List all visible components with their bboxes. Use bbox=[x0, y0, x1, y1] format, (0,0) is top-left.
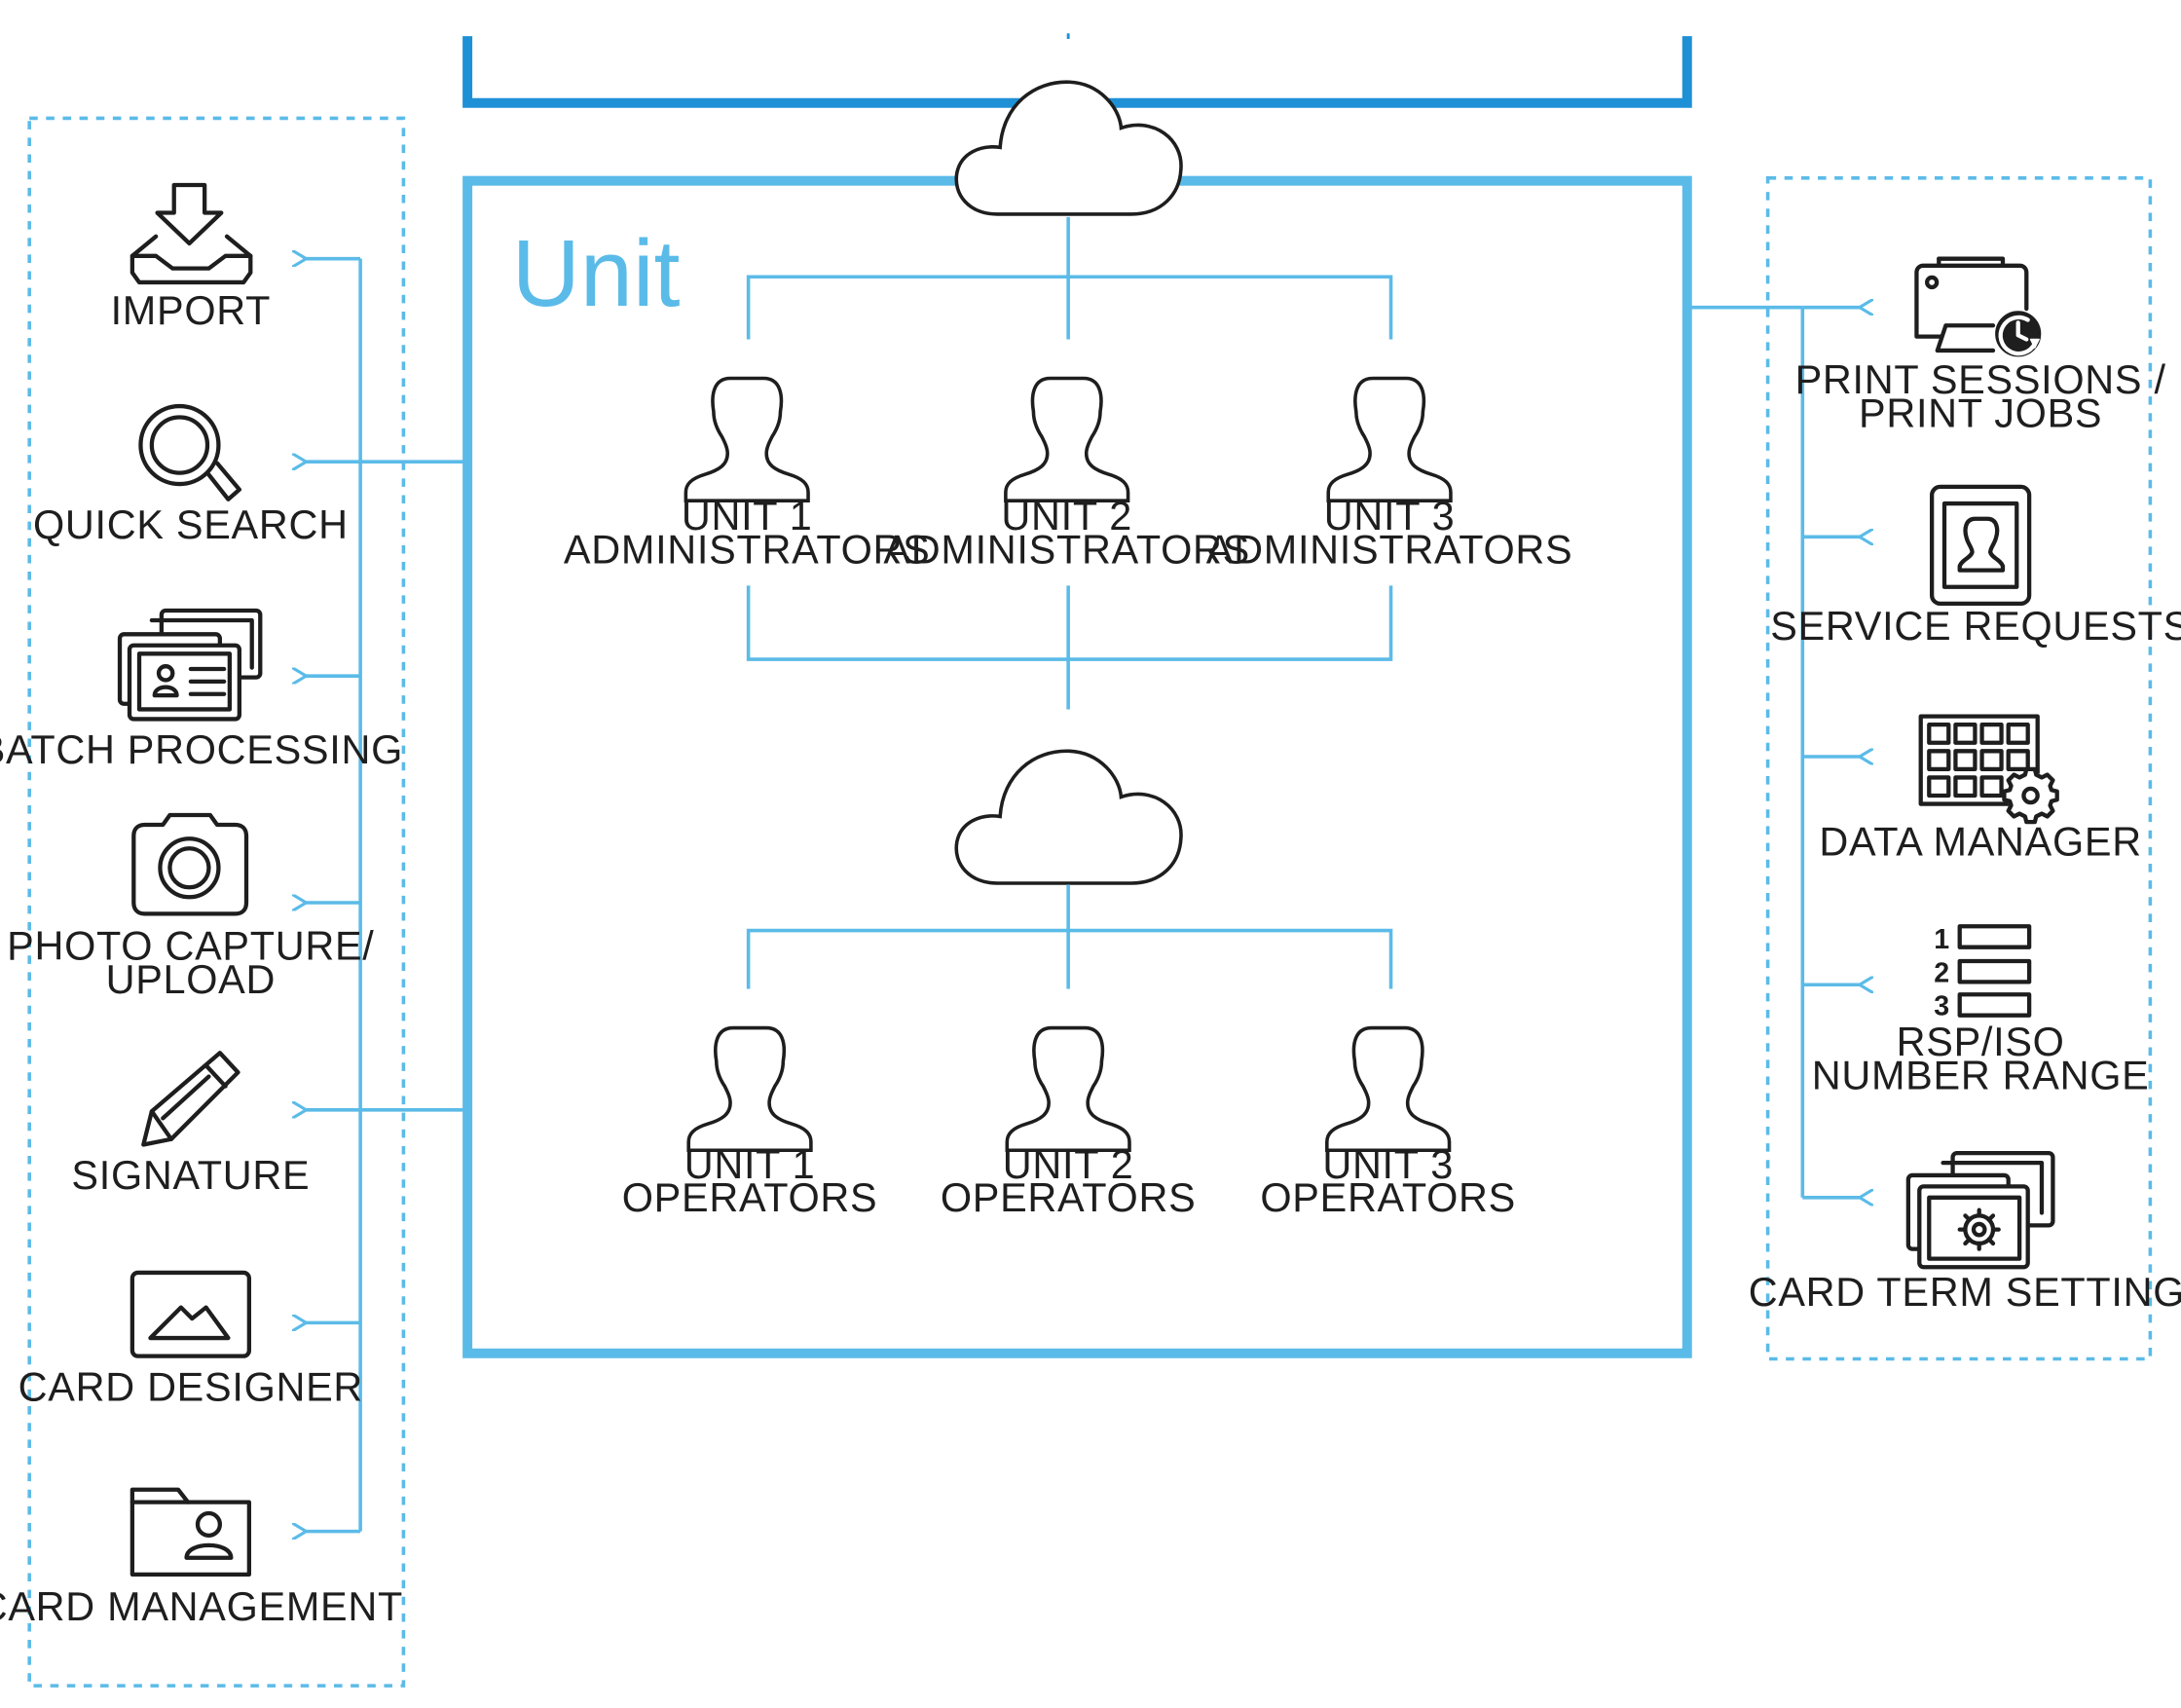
unit-title: Unit bbox=[512, 220, 681, 326]
signature-label: SIGNATURE bbox=[71, 1153, 310, 1198]
cards-gear-icon bbox=[1905, 1150, 2055, 1270]
operator-connectors bbox=[746, 884, 1393, 989]
magnifier-icon bbox=[138, 403, 241, 501]
list-number-1: 1 bbox=[1934, 924, 1949, 955]
id-cards-stack-icon bbox=[117, 608, 263, 722]
admin-person-1 bbox=[684, 376, 810, 502]
operator-person-3 bbox=[1325, 1025, 1452, 1153]
photo-capture-label: PHOTO CAPTURE/UPLOAD bbox=[7, 924, 374, 1002]
operator-person-1 bbox=[686, 1025, 813, 1153]
pencil-icon bbox=[141, 1051, 240, 1147]
image-frame-icon bbox=[129, 1270, 251, 1358]
card-term-settings-label: CARD TERM SETTINGS bbox=[1749, 1270, 2181, 1315]
printer-clock-icon bbox=[1914, 256, 2042, 357]
admin-person-3 bbox=[1326, 376, 1453, 502]
middle-cloud-icon bbox=[954, 749, 1183, 885]
data-manager-label: DATA MANAGER bbox=[1819, 819, 2141, 864]
numbered-list-icon: 1 2 3 bbox=[1934, 924, 2032, 1022]
card-management-label: CARD MANAGEMENT bbox=[0, 1584, 403, 1629]
print-sessions-label: PRINT SESSIONS /PRINT JOBS bbox=[1795, 357, 2166, 435]
admin-connectors bbox=[746, 216, 1393, 710]
operator-person-2 bbox=[1005, 1025, 1131, 1153]
batch-processing-label: BATCH PROCESSING bbox=[0, 727, 403, 772]
left-connectors bbox=[306, 259, 468, 1532]
import-label: IMPORT bbox=[111, 288, 272, 333]
admin-person-2 bbox=[1004, 376, 1130, 502]
left-panel bbox=[27, 116, 406, 1688]
quick-search-label: QUICK SEARCH bbox=[33, 502, 349, 547]
portrait-tablet-icon bbox=[1930, 484, 2032, 607]
camera-icon bbox=[131, 812, 249, 916]
import-icon bbox=[129, 182, 253, 285]
card-designer-label: CARD DESIGNER bbox=[18, 1364, 363, 1409]
service-requests-label: SERVICE REQUESTS bbox=[1770, 604, 2181, 649]
list-number-3: 3 bbox=[1934, 991, 1949, 1022]
grid-gear-icon bbox=[1918, 714, 2059, 825]
right-panel bbox=[1765, 176, 2153, 1361]
list-number-2: 2 bbox=[1934, 957, 1949, 988]
right-connectors bbox=[1686, 308, 1860, 1198]
user-folder-icon bbox=[129, 1487, 251, 1578]
